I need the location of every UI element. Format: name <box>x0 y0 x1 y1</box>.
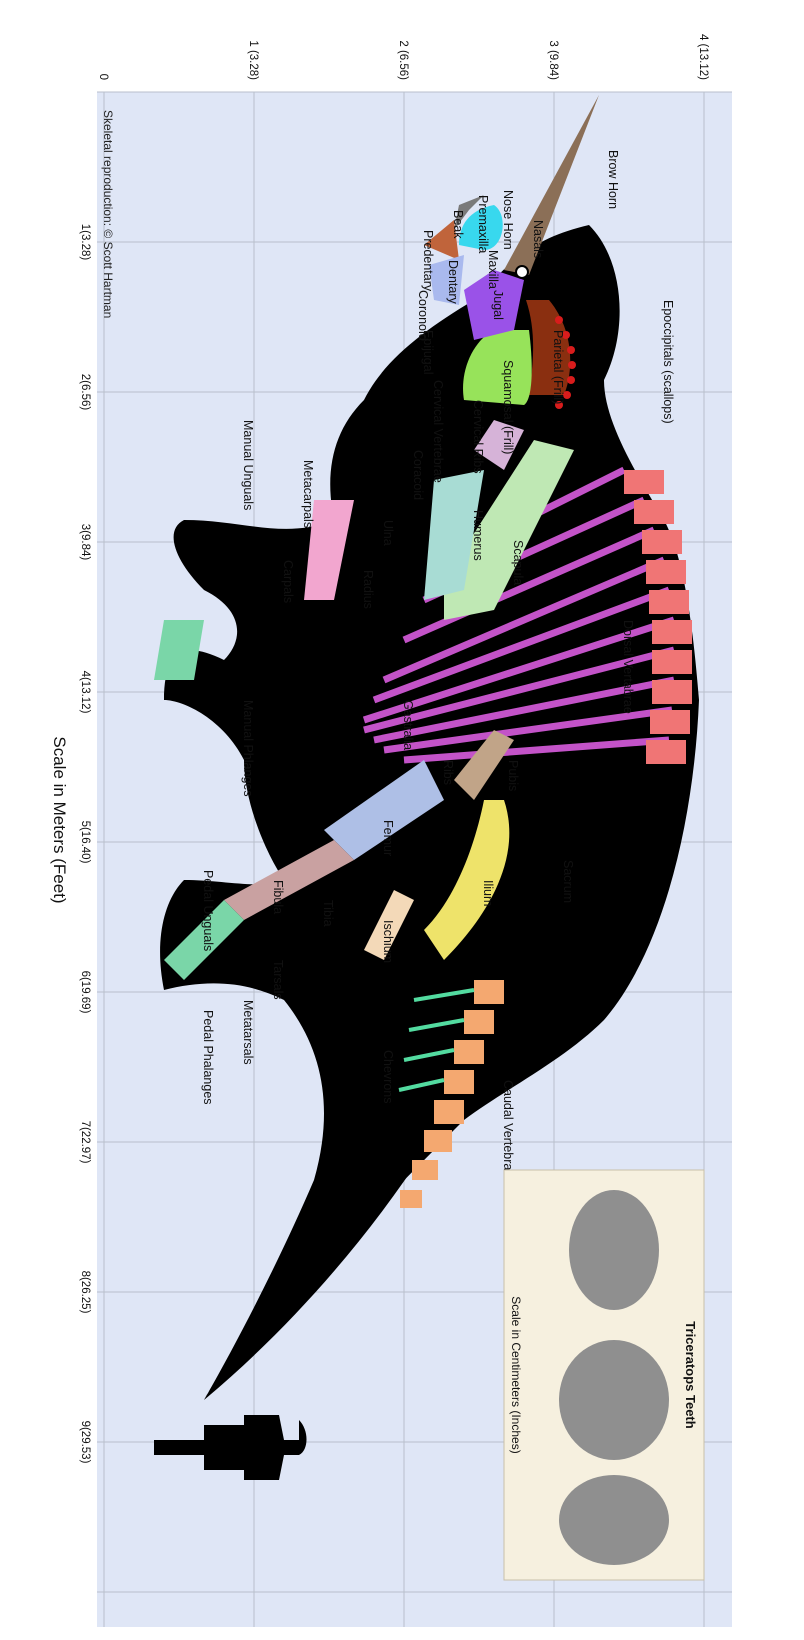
label-ulna: Ulna <box>381 520 395 546</box>
bottom-tick-label: 9(29.53) <box>79 1421 91 1464</box>
bottom-tick-label: 6(19.69) <box>79 971 91 1014</box>
teeth-inset: Triceratops Teeth Scale in Centimeters (… <box>504 1170 704 1580</box>
left-tick-label: 3 (9.84) <box>547 40 559 80</box>
label-predentary: Predentary <box>421 230 435 292</box>
label-maxilla: Maxilla <box>486 250 500 289</box>
label-pubis: Pubis <box>506 760 520 791</box>
bottom-tick-label: 2(6.56) <box>79 374 91 411</box>
label-tarsals: Tarsals <box>271 960 285 1000</box>
label-radius: Radius <box>361 570 375 609</box>
tooth-3 <box>559 1475 669 1565</box>
left-tick-label: 0 <box>97 74 109 80</box>
scale-title: Scale in Meters (Feet) <box>50 736 69 903</box>
label-parietal: Parietal (Frill) <box>551 330 565 404</box>
label-femur: Femur <box>381 820 395 856</box>
bottom-tick-label: 5(16.40) <box>79 821 91 864</box>
label-gastralia: Gastralia <box>401 700 415 750</box>
label-ilium: Ilium <box>481 880 495 906</box>
label-beak: Beak <box>451 210 465 239</box>
label-dorsal-vertebrae: Dorsal Vertabrae <box>621 620 635 714</box>
left-tick-label: 1 (3.28) <box>247 40 259 80</box>
label-chevrons: Chevrons <box>381 1050 395 1104</box>
credit-text: Skeletal reproduction: © Scott Hartman <box>101 110 115 318</box>
label-sacrum: Sacrum <box>561 860 575 903</box>
label-carpals: Carpals <box>281 560 295 603</box>
bottom-tick-label: 1(3.28) <box>79 224 91 261</box>
label-ribs: Ribs <box>441 760 455 785</box>
label-metacarpals: Metacarpals <box>301 460 315 528</box>
label-fibula: Fibula <box>271 880 285 914</box>
label-squamosal: Squamosal (Frill) <box>501 360 515 454</box>
label-coracoid: Coracoid <box>411 450 425 500</box>
label-dentary: Dentary <box>446 260 460 305</box>
label-epijugal: Epijugal <box>421 330 435 374</box>
label-manual-unguals: Manual Unguals <box>241 420 255 510</box>
left-tick-label: 4 (13.12) <box>697 34 709 80</box>
label-metatarsals: Metatarsals <box>241 1000 255 1065</box>
label-scapula: Scapula <box>511 540 525 585</box>
label-epoccipitals: Epoccipitals (scallops) <box>661 300 675 424</box>
label-nose-horn: Nose Horn <box>501 190 515 250</box>
label-nasals: Nasals <box>531 220 545 258</box>
bottom-tick-label: 8(26.25) <box>79 1271 91 1314</box>
bottom-tick-label: 4(13.12) <box>79 671 91 714</box>
label-cervical-vertebrae: Cervical Vertebrae <box>431 380 445 483</box>
label-pedal-phalanges: Pedal Phalanges <box>201 1010 215 1105</box>
label-cervical-ribs: Cervical Ribs <box>471 400 485 474</box>
bottom-tick-label: 3(9.84) <box>79 524 91 561</box>
bottom-tick-label: 7(22.97) <box>79 1121 91 1164</box>
teeth-scale-label: Scale in Centimeters (Inches) <box>509 1296 523 1453</box>
teeth-title: Triceratops Teeth <box>683 1321 698 1428</box>
label-pedal-unguals: Pedal Unguals <box>201 870 215 951</box>
label-manual-phalanges: Manual Phlanges <box>241 700 255 797</box>
left-tick-label: 2 (6.56) <box>397 40 409 80</box>
label-humerus: Humerus <box>471 510 485 561</box>
label-ischium: Ischium <box>381 920 395 963</box>
orbit <box>516 266 528 278</box>
label-premaxilla: Premaxilla <box>476 195 490 253</box>
label-jugal: Jugal <box>491 290 505 320</box>
tooth-1 <box>569 1190 659 1310</box>
label-tibia: Tibia <box>321 900 335 927</box>
label-caudal-vertebrae: Caudal Vertebrae <box>501 1080 515 1177</box>
label-brow-horn: Brow Horn <box>606 150 620 209</box>
tooth-2 <box>559 1340 669 1460</box>
